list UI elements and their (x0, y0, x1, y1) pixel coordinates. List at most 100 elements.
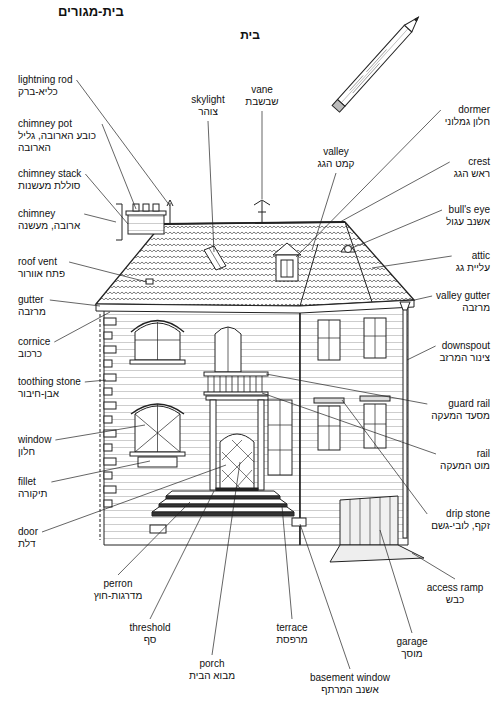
leader-line (118, 502, 190, 575)
part-label: toothing stone (18, 376, 81, 388)
leader-line (85, 174, 128, 224)
leader-line (55, 425, 145, 440)
page-title: בית-מגורים (58, 4, 124, 20)
label-group: thresholdסף (129, 622, 170, 646)
part-label: door (18, 526, 38, 538)
leader-line (407, 346, 436, 360)
step (166, 491, 280, 496)
leader-line (84, 214, 116, 222)
roof-valley (300, 244, 318, 306)
part-label: perron (94, 578, 143, 590)
label-group: chimneyארובה, מעשנה (18, 208, 80, 232)
garage-door (340, 496, 398, 545)
part-label: שבשבת (245, 96, 278, 108)
part-label: חלון גמלוני (445, 116, 490, 128)
part-label: valley gutter (436, 290, 490, 302)
label-group: lightning rodכליא-ברק (18, 74, 72, 98)
part-label: צינור המרזב (440, 352, 490, 364)
roof-hip (345, 222, 372, 302)
rail (204, 392, 268, 395)
skylight (204, 246, 226, 270)
part-label: guard rail (431, 398, 490, 410)
part-label: מדרגות-חוץ (94, 590, 143, 602)
window-bars (268, 400, 292, 475)
access-ramp (330, 545, 424, 562)
part-label: זקף, לובי-גשם (431, 520, 490, 532)
window-bars (135, 322, 180, 360)
roof-crest (162, 222, 345, 224)
label-group: doorדלת (18, 526, 38, 550)
part-label: attic (456, 250, 490, 262)
section-heading: בית (240, 28, 260, 42)
leader-line (410, 296, 432, 301)
pencil-body (337, 25, 411, 106)
label-group: filletתיקורה (18, 476, 47, 500)
leader-line (352, 210, 442, 248)
part-label: roof vent (18, 256, 65, 268)
pencil-lead (415, 17, 420, 22)
skylight-bar (209, 248, 221, 268)
part-label: porch (189, 658, 235, 670)
part-label: אבן-חיבור (18, 388, 81, 400)
downspout (403, 306, 407, 538)
part-label: אשנב עגול (446, 216, 490, 228)
leader-line (51, 461, 150, 482)
part-label: downspout (440, 340, 490, 352)
toothing-stone (104, 458, 116, 465)
part-label: chimney pot (18, 118, 98, 130)
window-sill (130, 360, 185, 364)
drip-stone (360, 396, 390, 401)
label-group: chimney potכובע הארובה, גליל הארובה (18, 118, 98, 154)
chimney-pot (143, 204, 149, 211)
part-label: valley (318, 146, 355, 158)
balusters (208, 376, 262, 392)
label-group: drip stoneזקף, לובי-גשם (431, 508, 490, 532)
leader-line (340, 162, 450, 222)
dormer (276, 255, 298, 281)
part-label: מוסך (396, 648, 427, 660)
window-bars (318, 404, 386, 450)
part-label: basement window (310, 672, 390, 684)
weather-vane (254, 200, 270, 222)
pencil-edge (341, 29, 408, 103)
porch-lintel (206, 396, 268, 400)
door-bar (228, 327, 229, 372)
label-group: valley gutterמרזבה (436, 290, 490, 314)
leader-line (266, 374, 427, 404)
part-label: מרזבה (18, 306, 46, 318)
leader-line (262, 111, 263, 199)
part-label: crest (454, 156, 490, 168)
porch-column (210, 400, 216, 490)
toothing-stone (104, 416, 112, 423)
leader-line (412, 553, 455, 579)
window-bars (135, 404, 180, 452)
roof-vent (146, 279, 153, 284)
chimney-pot (153, 204, 159, 211)
label-group: crestראש הגג (454, 156, 490, 180)
pencil-tip (404, 14, 421, 32)
french-window (268, 400, 292, 475)
label-group: skylightצוהר (191, 94, 224, 118)
leader-line (372, 256, 452, 268)
part-label: מבוא הבית (189, 670, 235, 682)
label-group: bull's eyeאשנב עגול (446, 204, 490, 228)
part-label: קמט הגג (318, 158, 355, 170)
label-group: garageמוסך (396, 636, 427, 660)
front-wall (104, 308, 300, 545)
part-label: drip stone (431, 508, 490, 520)
window-sill (130, 452, 185, 456)
leader-line (50, 300, 100, 306)
leader-line (54, 312, 110, 342)
toothing-stone (104, 486, 116, 493)
pencil-marks (350, 50, 390, 94)
part-label: מסעד המעקה (431, 410, 490, 422)
porch-column (258, 400, 264, 490)
drip-stone (314, 398, 344, 403)
label-group: valleyקמט הגג (318, 146, 355, 170)
part-label: ראש הגג (454, 168, 490, 180)
label-group: gutterמרזבה (18, 294, 46, 318)
leader-line (102, 124, 136, 209)
part-label: מרפסת (276, 634, 307, 646)
step (159, 499, 287, 504)
leader-line (300, 524, 350, 669)
